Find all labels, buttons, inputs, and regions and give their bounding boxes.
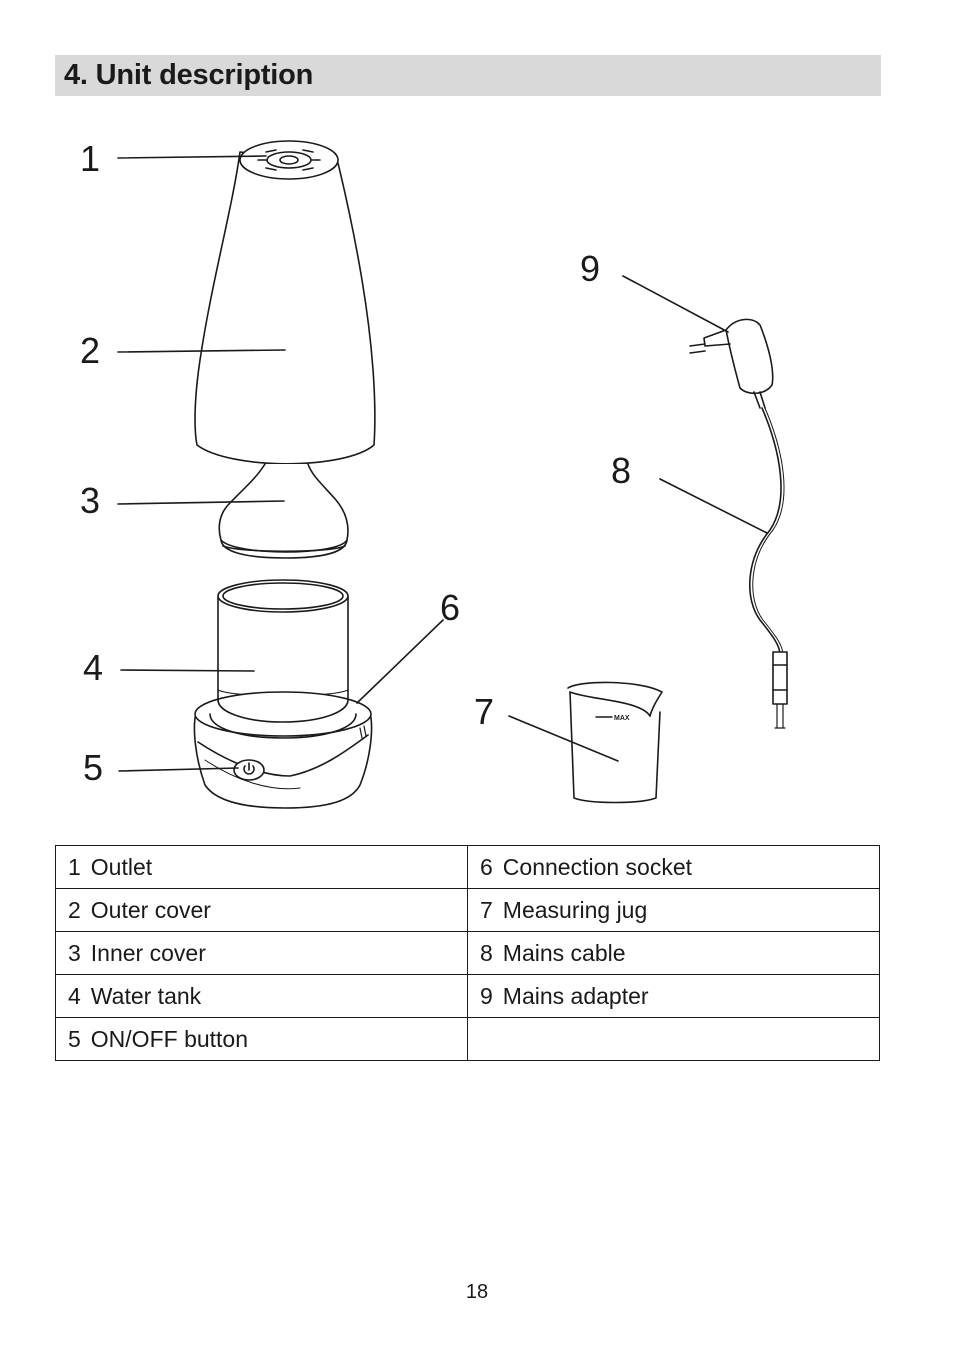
table-row: 1 Outlet 6 Connection socket: [55, 845, 880, 889]
part-number: 7: [480, 896, 493, 923]
table-cell: 2 Outer cover: [55, 888, 468, 932]
leader-line-2: [117, 349, 286, 353]
callout-8: 8: [611, 450, 632, 491]
leader-line-6: [356, 619, 444, 704]
base-illustration: [193, 691, 373, 809]
table-cell-empty: [467, 1017, 880, 1061]
part-number: 3: [68, 939, 81, 966]
part-number: 6: [480, 853, 493, 880]
part-number: 4: [68, 982, 81, 1009]
callout-7: 7: [474, 691, 495, 732]
part-label: Outer cover: [90, 896, 211, 923]
part-number: 5: [68, 1025, 81, 1052]
callout-6: 6: [440, 587, 461, 628]
inner-cover-illustration: [218, 463, 349, 559]
jug-max-mark: MAX: [614, 715, 630, 722]
table-cell: 6 Connection socket: [467, 845, 880, 889]
table-cell: 1 Outlet: [55, 845, 468, 889]
page-number: 18: [465, 1281, 489, 1303]
table-cell: 8 Mains cable: [467, 931, 880, 975]
mains-cable-illustration: [748, 407, 788, 729]
part-number: 9: [480, 982, 493, 1009]
leader-line-1: [117, 155, 267, 159]
leader-line-9: [622, 275, 729, 333]
section-title: 4. Unit description: [64, 59, 314, 91]
part-number: 2: [68, 896, 81, 923]
part-number: 1: [68, 853, 81, 880]
callout-5: 5: [83, 747, 104, 788]
part-label: Mains adapter: [502, 982, 649, 1009]
parts-legend-table: 1 Outlet 6 Connection socket 2 Outer cover …: [55, 845, 880, 1061]
callout-leader-lines: [117, 155, 768, 772]
outer-cover-illustration: [194, 140, 376, 465]
table-row: 2 Outer cover 7 Measuring jug: [55, 888, 880, 932]
table-row: 5 ON/OFF button: [55, 1017, 880, 1061]
part-label: ON/OFF button: [90, 1025, 249, 1052]
water-tank-illustration: [217, 579, 349, 701]
callout-4: 4: [83, 647, 104, 688]
measuring-jug-illustration: MAX: [567, 681, 663, 804]
leader-line-3: [117, 500, 285, 505]
table-cell: 9 Mains adapter: [467, 974, 880, 1018]
part-label: Water tank: [90, 982, 202, 1009]
part-label: Measuring jug: [502, 896, 648, 923]
table-row: 4 Water tank 9 Mains adapter: [55, 974, 880, 1018]
table-row: 3 Inner cover 8 Mains cable: [55, 931, 880, 975]
leader-line-7: [508, 715, 619, 762]
table-cell: 3 Inner cover: [55, 931, 468, 975]
leader-line-5: [118, 767, 239, 772]
table-cell: 4 Water tank: [55, 974, 468, 1018]
mains-adapter-illustration: [689, 318, 774, 409]
part-label: Outlet: [90, 853, 153, 880]
part-number: 8: [480, 939, 493, 966]
callout-9: 9: [580, 248, 601, 289]
part-label: Inner cover: [90, 939, 206, 966]
section-heading-bar: 4. Unit description: [55, 55, 881, 96]
leader-line-4: [120, 669, 255, 672]
unit-diagram: MAX: [117, 140, 788, 809]
table-cell: 7 Measuring jug: [467, 888, 880, 932]
outlet-illustration: [257, 149, 321, 171]
table-cell: 5 ON/OFF button: [55, 1017, 468, 1061]
callout-2: 2: [80, 330, 101, 371]
part-label: Mains cable: [502, 939, 626, 966]
leader-line-8: [659, 478, 768, 534]
part-label: Connection socket: [502, 853, 693, 880]
callout-1: 1: [80, 138, 101, 179]
callout-3: 3: [80, 480, 101, 521]
